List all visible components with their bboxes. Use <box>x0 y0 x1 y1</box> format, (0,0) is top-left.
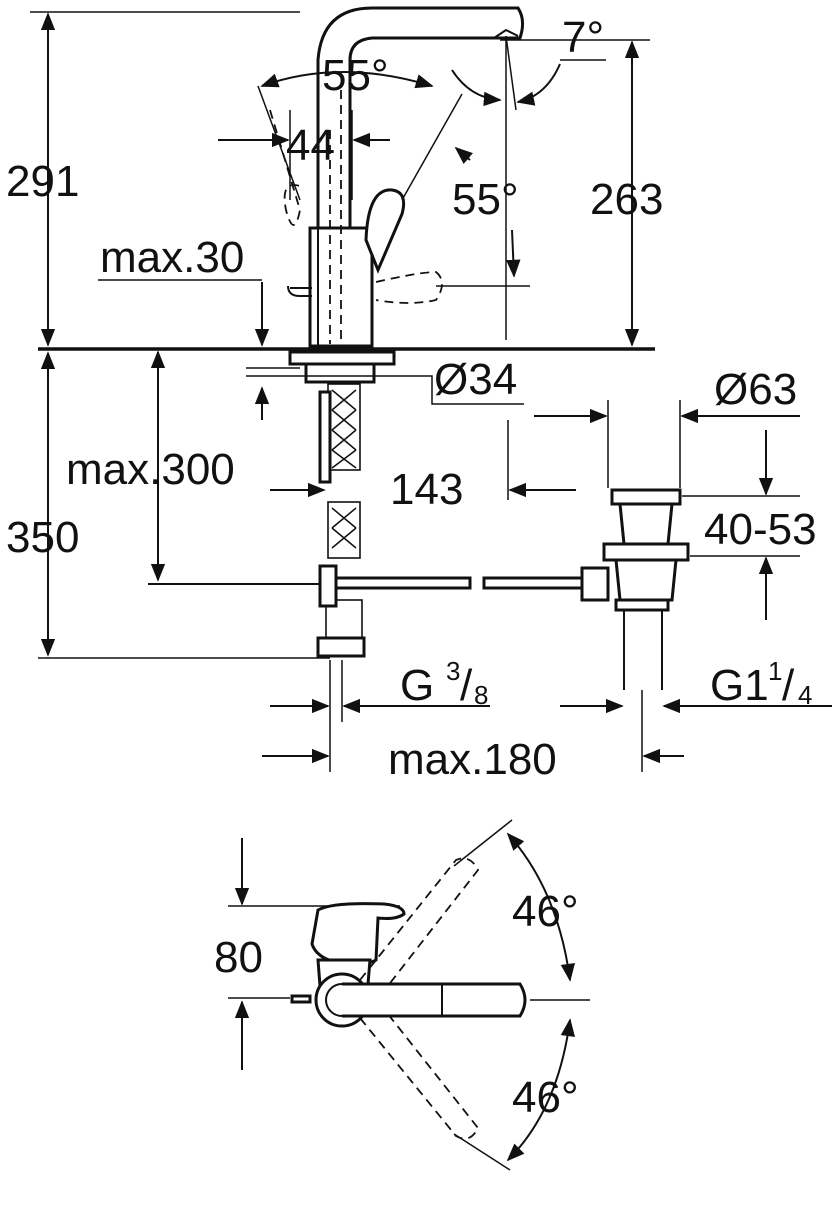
thread-g38-den: 8 <box>474 680 488 710</box>
under-deck-hardware <box>148 350 610 658</box>
dim-143-group: 143 <box>270 420 576 514</box>
dim-max30-group: max.30 <box>98 233 270 420</box>
thread-g114-main: G1 <box>710 661 769 710</box>
linkage-clip <box>318 564 338 608</box>
top-spout-head <box>310 902 406 966</box>
angle-46-upper-label: 46° <box>512 887 579 936</box>
fixing-nut <box>304 362 376 384</box>
hose-nut <box>316 636 366 658</box>
waste-outlet <box>614 598 670 612</box>
angle-46-lower-label: 46° <box>512 1073 579 1122</box>
dim-d63-group: Ø63 <box>534 365 800 488</box>
linkage-bar-right <box>482 576 586 590</box>
dim-max30-label: max.30 <box>100 233 244 282</box>
dim-350-group: 350 <box>6 351 330 659</box>
thread-g38-main: G <box>400 661 434 710</box>
linkage-pivot <box>580 566 610 602</box>
angle-7-label: 7° <box>562 13 604 62</box>
dim-max180-group: max.180 <box>262 690 684 784</box>
dim-291-group: 291 <box>6 11 300 347</box>
top-view: 80 46° 46° <box>214 819 590 1171</box>
waste-body-lower <box>614 558 678 602</box>
dim-d34-label: Ø34 <box>434 355 517 404</box>
dim-263-group: 263 <box>500 39 663 347</box>
pull-rod <box>318 390 332 484</box>
top-ghost-lower <box>359 1003 480 1140</box>
hose-upper <box>327 383 361 471</box>
dim-44-group: 44 <box>218 110 390 200</box>
waste-locknut <box>602 542 690 562</box>
dim-d34-group: Ø34 <box>396 355 524 405</box>
dim-max180-label: max.180 <box>388 735 557 784</box>
thread-g114-den: 4 <box>798 680 812 710</box>
lever-right-ghost <box>375 271 443 304</box>
waste-fitting <box>602 488 690 690</box>
waste-body-upper <box>618 502 674 546</box>
angle-7-group: 7° <box>451 13 606 340</box>
dim-max300-group: max.300 <box>66 350 235 582</box>
spout <box>316 6 525 230</box>
svg-text:/: / <box>460 661 473 710</box>
dim-143-label: 143 <box>390 465 463 514</box>
dim-d63-label: Ø63 <box>714 365 797 414</box>
lever-handle <box>364 188 406 274</box>
top-ghost-upper <box>359 857 480 997</box>
dim-max300-label: max.300 <box>66 445 235 494</box>
hose-middle <box>327 501 361 559</box>
thread-g114-num: 1 <box>768 656 782 686</box>
washer <box>288 350 396 366</box>
svg-text:/: / <box>782 661 795 710</box>
lever-left-ghost <box>269 109 301 226</box>
angle-55-group: 55° 55° <box>257 51 521 278</box>
angle-55-right-label: 55° <box>452 175 519 224</box>
dim-4053-label: 40-53 <box>704 505 817 554</box>
dim-4053-group: 40-53 <box>682 430 817 620</box>
dim-291-label: 291 <box>6 157 79 206</box>
dim-263-label: 263 <box>590 175 663 224</box>
faucet-front <box>269 6 530 348</box>
linkage-bar-left <box>334 576 472 590</box>
dim-350-label: 350 <box>6 513 79 562</box>
dim-44-label: 44 <box>286 121 335 170</box>
thread-g38-num: 3 <box>446 656 460 686</box>
dim-g38-group: G 3 / 8 <box>270 656 490 722</box>
waste-flange <box>610 488 682 506</box>
dim-80-label: 80 <box>214 933 263 982</box>
top-lever <box>342 982 527 1018</box>
dim-g114-group: G1 1 / 4 <box>560 656 832 714</box>
angle-55-left-label: 55° <box>322 51 389 100</box>
